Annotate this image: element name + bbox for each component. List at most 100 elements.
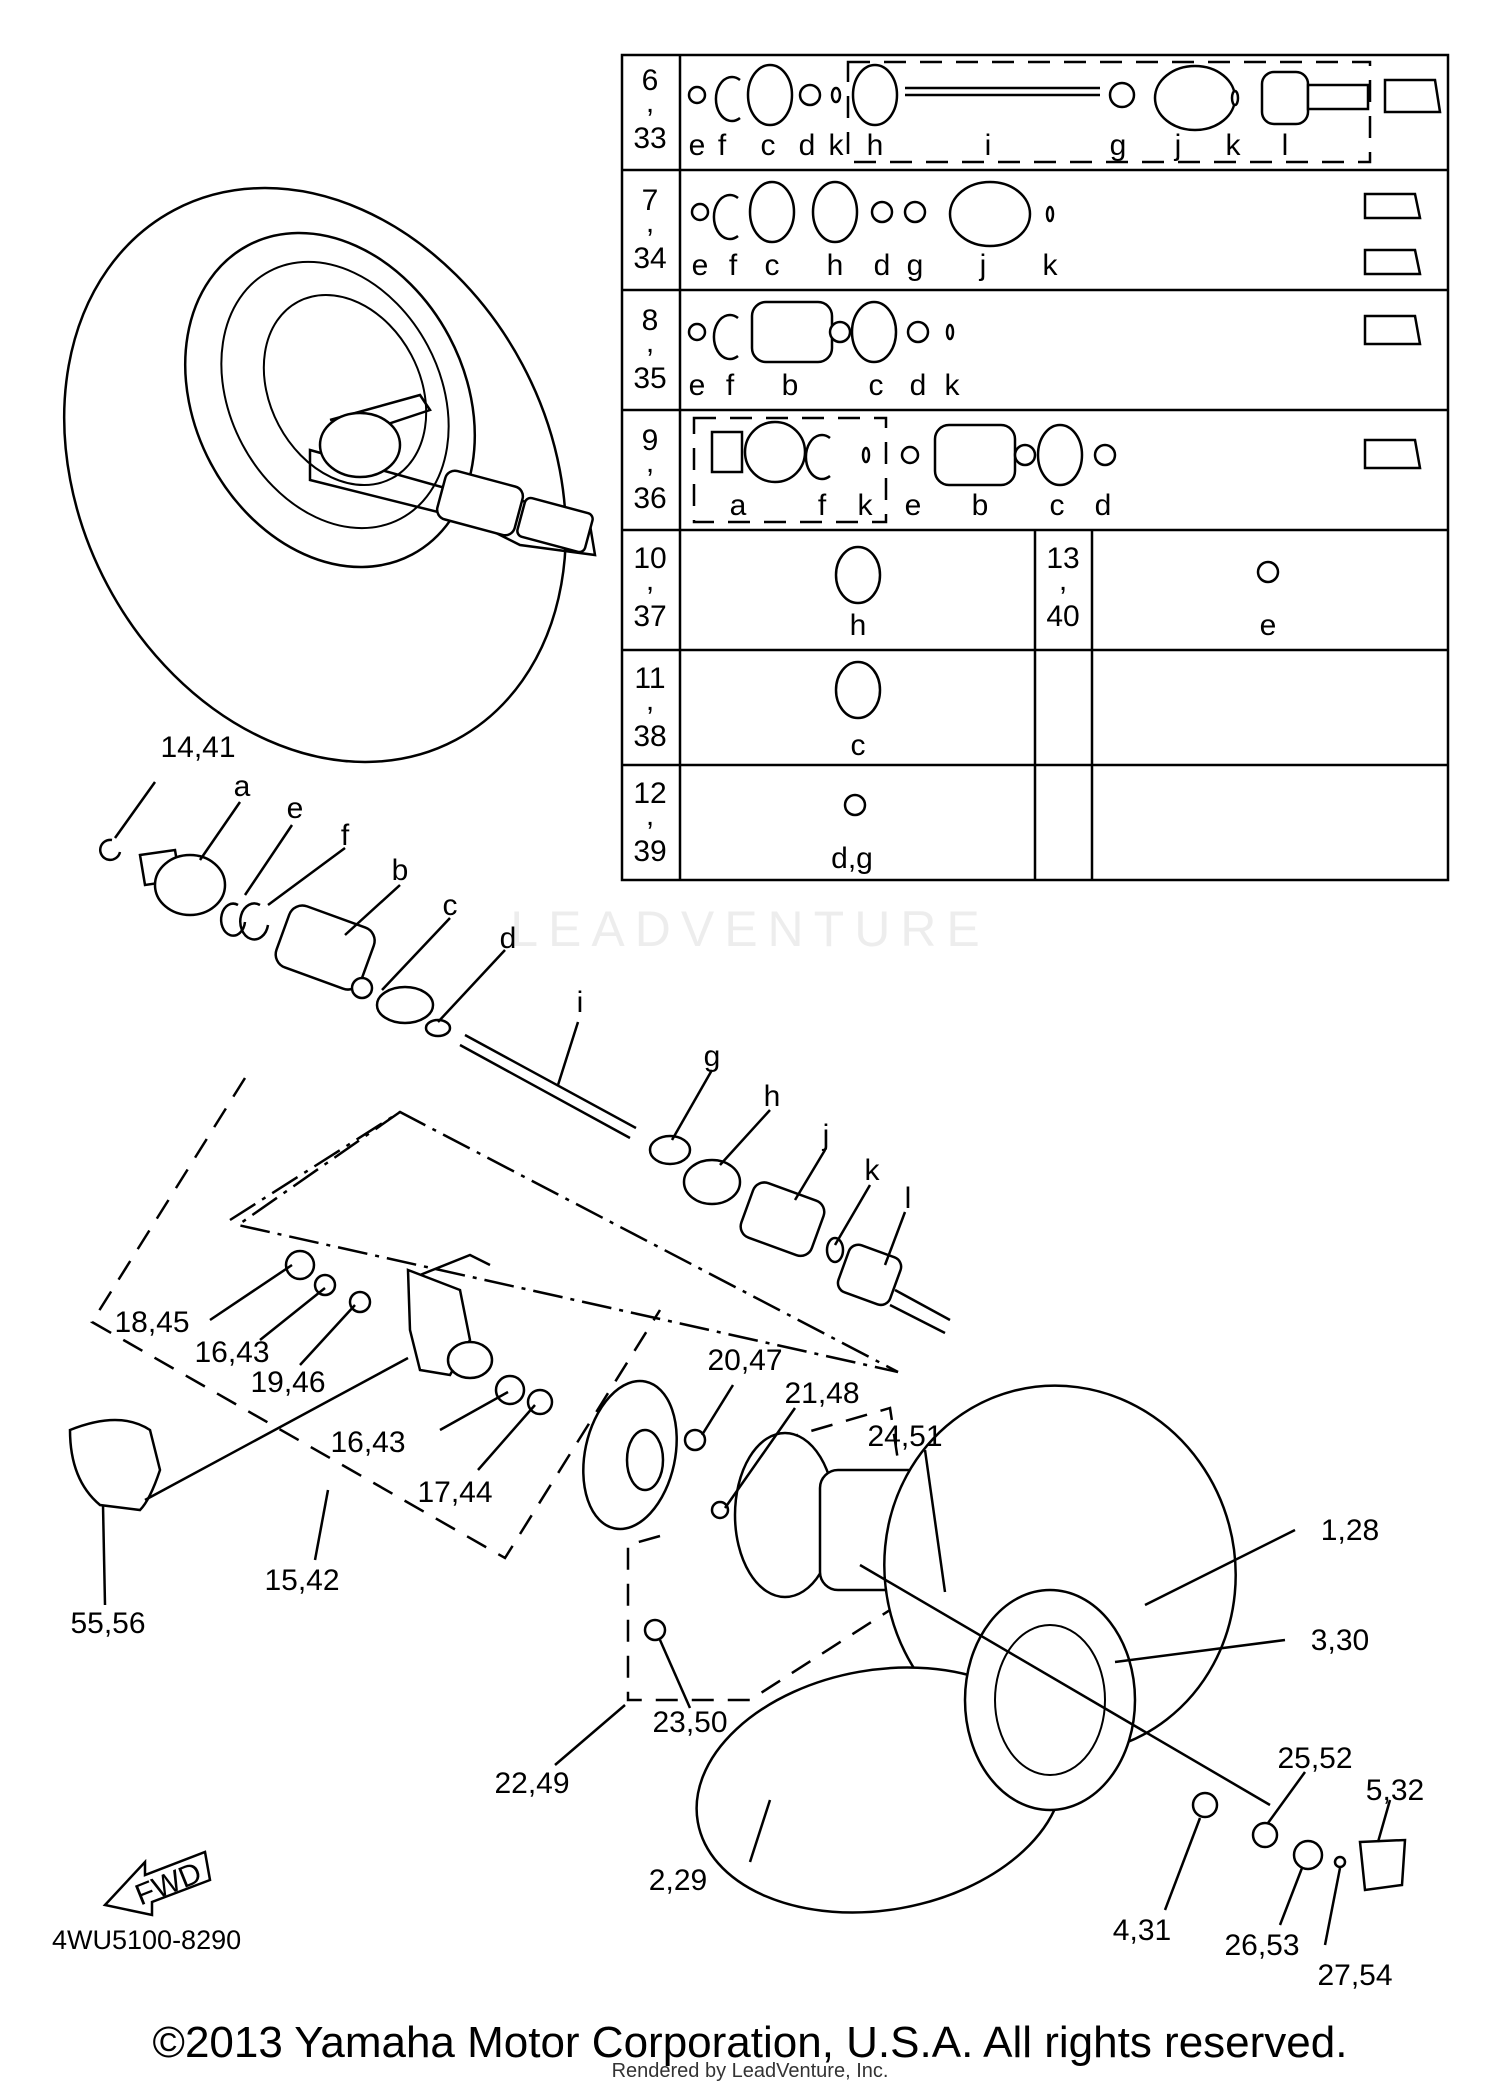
callout-4-31: 4,31 (1113, 1914, 1171, 1947)
row3-letter-e: e (689, 369, 706, 402)
callout-16-43a: 16,43 (194, 1336, 269, 1369)
knuckle-group (68, 1077, 662, 1560)
row1-letter-k2: k (1226, 129, 1242, 162)
copyright-notice: ©2013 Yamaha Motor Corporation, U.S.A. A… (152, 2018, 1348, 2067)
rendered-by-notice: Rendered by LeadVenture, Inc. (611, 2060, 889, 2082)
row3-letter-b: b (782, 369, 799, 402)
row1-letter-j: j (1174, 129, 1182, 162)
row5-ref-top: 10 (633, 542, 666, 575)
row2-letter-h: h (827, 249, 844, 282)
row4-comma: , (646, 446, 654, 479)
row1-ref-bottom: 33 (633, 122, 666, 155)
row2-ref-bottom: 34 (633, 242, 666, 275)
row1-letter-d: d (799, 129, 816, 162)
callout-15-42: 15,42 (264, 1564, 339, 1597)
row6-comma: , (646, 684, 654, 717)
row4-letter-c: c (1050, 489, 1065, 522)
row6-ref-top: 11 (634, 662, 665, 695)
row1-letter-i: i (985, 129, 992, 162)
row1-ref-top: 6 (642, 64, 659, 97)
row3-letter-f: f (726, 369, 735, 402)
row1-letter-l: l (1282, 129, 1289, 162)
callout-d: d (500, 922, 517, 955)
row1-letter-f: f (718, 129, 727, 162)
row1-letter-e: e (689, 129, 706, 162)
row4-ref-bottom: 36 (633, 482, 666, 515)
callout-2-29: 2,29 (649, 1864, 707, 1897)
row6-ref-bottom: 38 (633, 720, 666, 753)
row2-letter-f: f (729, 249, 738, 282)
callout-1-28: 1,28 (1321, 1514, 1379, 1547)
row4-letter-e: e (905, 489, 922, 522)
row4-letter-d: d (1095, 489, 1112, 522)
callout-a: a (234, 770, 251, 803)
callout-j: j (822, 1119, 830, 1152)
callout-20-47: 20,47 (707, 1344, 782, 1377)
callout-21-48: 21,48 (784, 1377, 859, 1410)
row3-ref-top: 8 (642, 304, 659, 337)
row3-letter-d: d (910, 369, 927, 402)
row5-ref2-bottom: 40 (1046, 600, 1079, 633)
callout-l: l (905, 1182, 912, 1215)
callout-25-52: 25,52 (1277, 1742, 1352, 1775)
callout-5-32: 5,32 (1366, 1774, 1424, 1807)
row7-letter-dg: d,g (831, 842, 873, 875)
callout-55-56: 55,56 (70, 1607, 145, 1640)
row3-comma: , (646, 326, 654, 359)
callout-f: f (341, 819, 350, 852)
callout-19-46: 19,46 (250, 1366, 325, 1399)
callout-k: k (865, 1154, 881, 1187)
row1-letter-h: h (867, 129, 884, 162)
row5-ref2-top: 13 (1046, 542, 1079, 575)
row4-letter-b: b (972, 489, 989, 522)
row3-letter-k: k (945, 369, 961, 402)
row4-letter-f: f (818, 489, 827, 522)
callout-e: e (287, 792, 304, 825)
callout-23-50: 23,50 (652, 1706, 727, 1739)
row5-letter2-e: e (1260, 609, 1277, 642)
watermark: LEADVENTURE (510, 901, 990, 957)
lower-wheel-assembly (695, 1384, 1407, 1914)
callout-16-43b: 16,43 (330, 1426, 405, 1459)
callout-26-53: 26,53 (1224, 1929, 1299, 1962)
row1-letter-k: k (829, 129, 845, 162)
row2-letter-j: j (979, 249, 987, 282)
driveshaft-explosion (99, 838, 951, 1374)
row6-letter-c: c (851, 729, 866, 762)
row2-letter-k: k (1043, 249, 1059, 282)
callout-g: g (704, 1040, 721, 1073)
callout-22-49: 22,49 (494, 1767, 569, 1800)
row5-ref-bottom: 37 (633, 600, 666, 633)
row1-letter-g: g (1110, 129, 1127, 162)
row2-ref-top: 7 (642, 184, 659, 217)
row5-comma: , (646, 564, 654, 597)
row4-ref-top: 9 (642, 424, 659, 457)
row4-letter-k: k (858, 489, 874, 522)
callout-17-44: 17,44 (417, 1476, 492, 1509)
row7-ref-bottom: 39 (633, 835, 666, 868)
row5-letter-h: h (850, 609, 867, 642)
row3-ref-bottom: 35 (633, 362, 666, 395)
diagram-code: 4WU5100-8290 (52, 1925, 242, 1955)
callout-h: h (764, 1080, 781, 1113)
callout-i: i (577, 986, 584, 1019)
row4-letter-a: a (730, 489, 747, 522)
callout-18-45: 18,45 (114, 1306, 189, 1339)
fwd-arrow-icon: FWD (102, 1850, 212, 1917)
row1-letter-c: c (761, 129, 776, 162)
row7-comma: , (646, 799, 654, 832)
row2-letter-d: d (874, 249, 891, 282)
kit-table: 6 , 33 7 , 34 8 , 35 9 , 36 10 , 37 13 ,… (620, 53, 1450, 882)
row1-comma: , (646, 86, 654, 119)
row7-ref-top: 12 (633, 777, 666, 810)
row5-ref2-comma: , (1059, 564, 1067, 597)
callout-27-54: 27,54 (1317, 1959, 1392, 1992)
leader-lines (101, 781, 1392, 1946)
row2-letter-c: c (765, 249, 780, 282)
callout-labels: 14,41 a e f b c d i g h j k l 18,45 16,4… (70, 731, 1424, 1992)
row2-letter-e: e (692, 249, 709, 282)
upper-wheel-assembly (62, 186, 597, 764)
row2-letter-g: g (907, 249, 924, 282)
